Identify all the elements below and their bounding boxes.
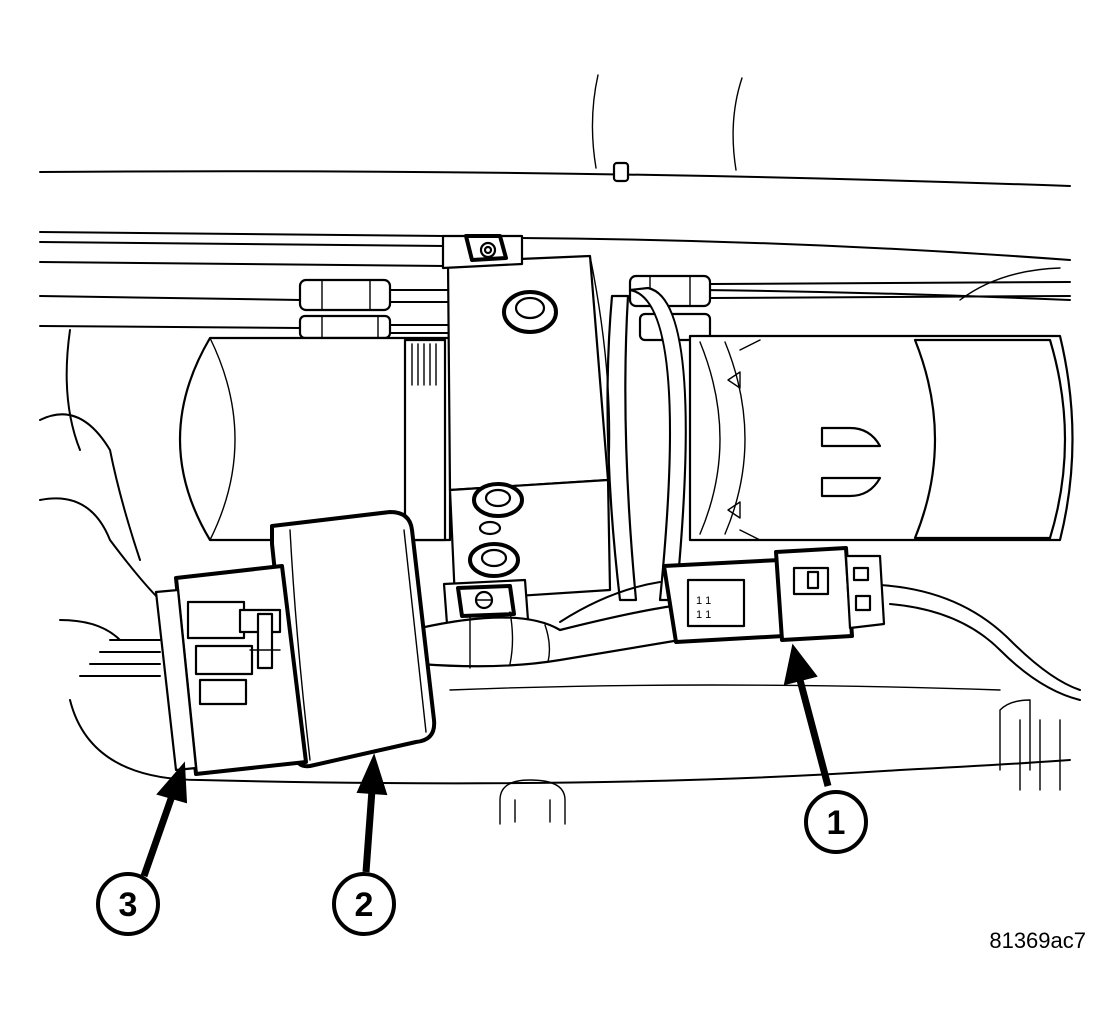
- wiring-harness: [39, 413, 1081, 701]
- figure-id-label: 81369ac7: [989, 928, 1086, 953]
- left-cylinder: [179, 336, 452, 542]
- callout-1-number: 1: [827, 804, 846, 842]
- callout-3: 3: [96, 872, 160, 936]
- inline-connector: 1 1 1 1: [662, 546, 886, 644]
- svg-text:1 1: 1 1: [696, 595, 711, 607]
- hydraulic-control-unit: [441, 234, 612, 626]
- brake-lines: [298, 274, 1071, 342]
- callout-leaders: [140, 643, 832, 878]
- callout-3-number: 3: [119, 886, 138, 924]
- right-cylinder: [688, 334, 1074, 542]
- callout-2-number: 2: [355, 886, 374, 924]
- callout-2: 2: [332, 872, 396, 936]
- svg-text:1 1: 1 1: [696, 609, 711, 621]
- ribbed-band: [411, 343, 437, 386]
- callout-1: 1: [804, 790, 868, 854]
- vehicle-frame-lines: [39, 74, 1071, 451]
- lower-body-outline: [69, 684, 1071, 825]
- harness-connector: [154, 564, 308, 776]
